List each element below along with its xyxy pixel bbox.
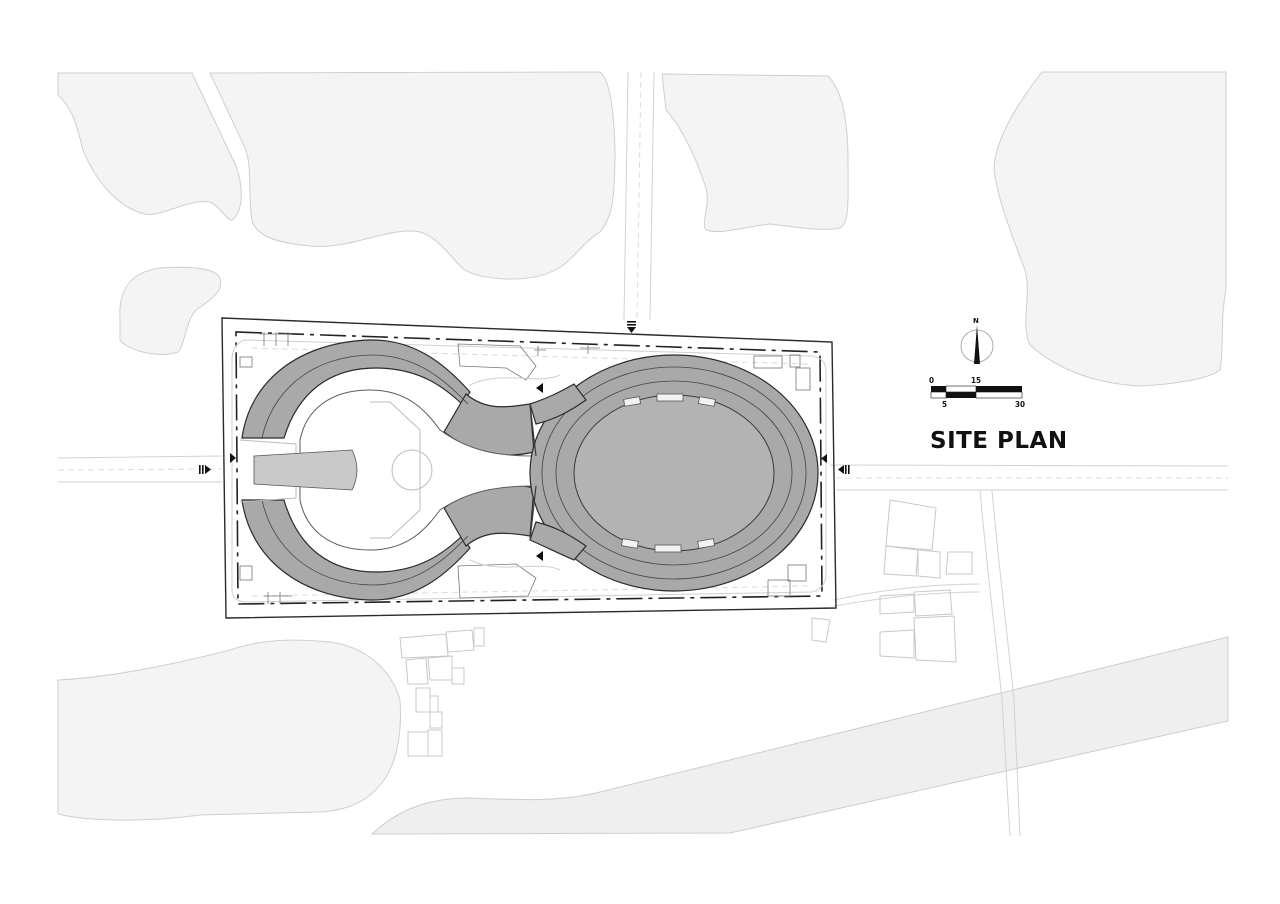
entrance-markers	[199, 321, 850, 561]
parcel-small-west	[119, 266, 222, 355]
road-east-vertical	[979, 489, 1021, 837]
neighbor-buildings	[399, 499, 973, 757]
parcel-south-band	[370, 636, 1229, 835]
north-label: N	[973, 317, 979, 325]
land-parcels	[57, 71, 1229, 835]
landscape-pockets	[457, 343, 561, 599]
door-arrow-icon	[536, 383, 543, 393]
entrance-west-icon	[199, 465, 211, 474]
north-arrow-icon	[960, 325, 994, 364]
parcel-north-east-center	[661, 73, 849, 232]
parcel-north-center	[209, 71, 616, 280]
scale-bar	[930, 385, 1023, 399]
scale-label-0: 0	[929, 376, 935, 385]
boundary-details	[239, 332, 811, 604]
road-north-vertical	[623, 71, 655, 321]
entrance-east-icon	[838, 465, 850, 474]
roads	[57, 71, 1229, 837]
door-arrow-icon	[230, 453, 236, 463]
parcel-southwest	[57, 639, 401, 821]
road-south-branch	[833, 583, 981, 607]
door-arrow-icon	[536, 551, 543, 561]
door-arrow-icon	[821, 454, 827, 463]
west-wing-south	[241, 499, 471, 601]
central-oval-court	[573, 394, 775, 552]
courtyard-circle	[391, 449, 433, 491]
parcel-northwest	[57, 72, 242, 221]
entrance-north-icon	[627, 321, 636, 333]
west-wing-north	[241, 339, 471, 439]
skylights	[620, 393, 716, 553]
scale-label-30: 30	[1015, 400, 1026, 409]
road-west-horizontal	[57, 455, 223, 483]
main-building	[239, 339, 819, 601]
parcel-far-east	[993, 71, 1227, 387]
scale-label-15: 15	[971, 376, 982, 385]
drawing-title: SITE PLAN	[930, 428, 1068, 454]
road-east-horizontal	[829, 464, 1229, 491]
paved-entry	[253, 449, 358, 491]
scale-label-5: 5	[942, 400, 948, 409]
